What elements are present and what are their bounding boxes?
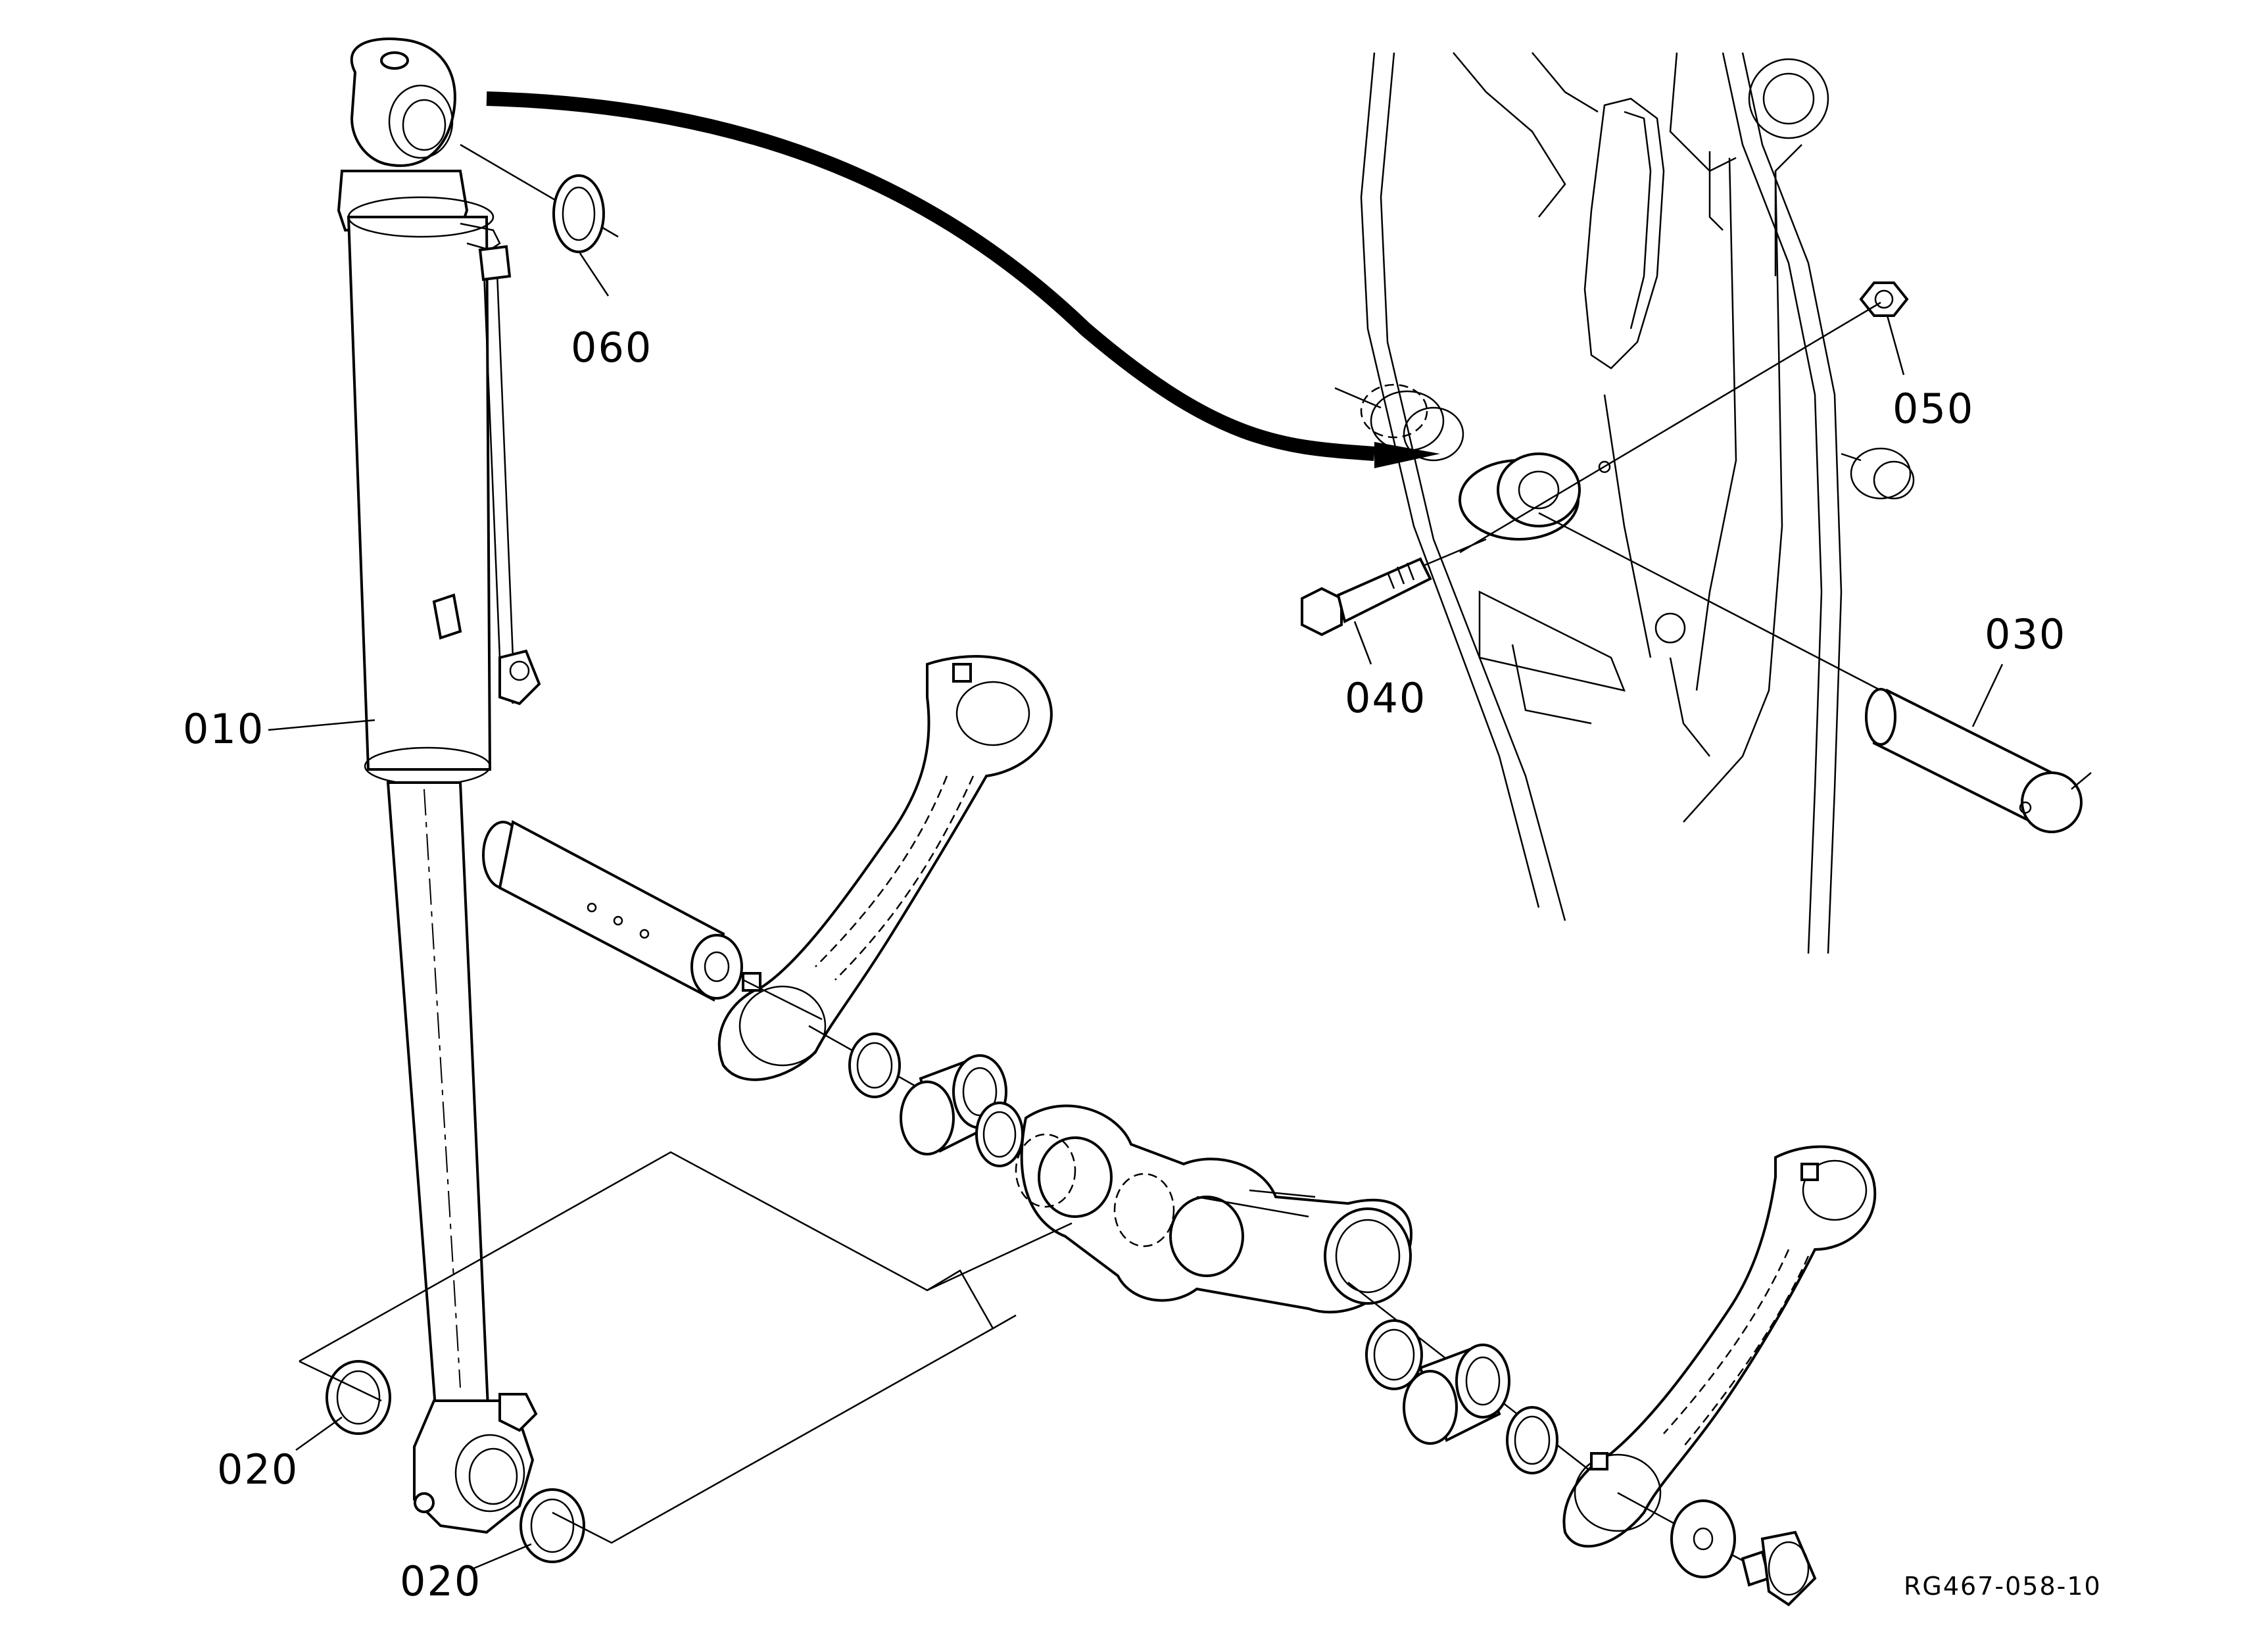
end-washer-bolt <box>1617 1492 1817 1607</box>
link-arm-lower <box>1562 1145 1877 1548</box>
swing-bracket <box>1015 1104 1412 1314</box>
link-arm-upper <box>717 655 1053 1081</box>
bolt-040 <box>1301 538 1487 637</box>
drawing-reference-code: RG467-058-10 <box>1904 1572 2102 1601</box>
main-pin <box>482 819 823 1021</box>
axis-parts-lower <box>1347 1282 1645 1513</box>
cylinder-010 <box>337 37 541 1534</box>
nut-050 <box>1459 281 1909 554</box>
label-030: 030 <box>1985 610 2067 658</box>
label-020-lower: 020 <box>400 1557 482 1605</box>
leader-lines <box>268 253 2004 1570</box>
label-020-upper: 020 <box>217 1445 299 1493</box>
label-040: 040 <box>1345 674 1427 722</box>
axis-parts-upper <box>808 1025 1066 1172</box>
arm-structure <box>1334 52 1915 954</box>
pin-030 <box>1538 512 2092 833</box>
arrow-head <box>1374 442 1440 468</box>
location-arrow <box>486 91 1375 461</box>
label-010: 010 <box>183 705 265 753</box>
kit-outline <box>299 1151 1073 1544</box>
label-050: 050 <box>1893 385 1975 433</box>
seals-020 <box>326 1360 585 1563</box>
washer-060 <box>460 143 619 253</box>
pin-boss <box>1459 452 1581 541</box>
label-060: 060 <box>571 324 653 372</box>
